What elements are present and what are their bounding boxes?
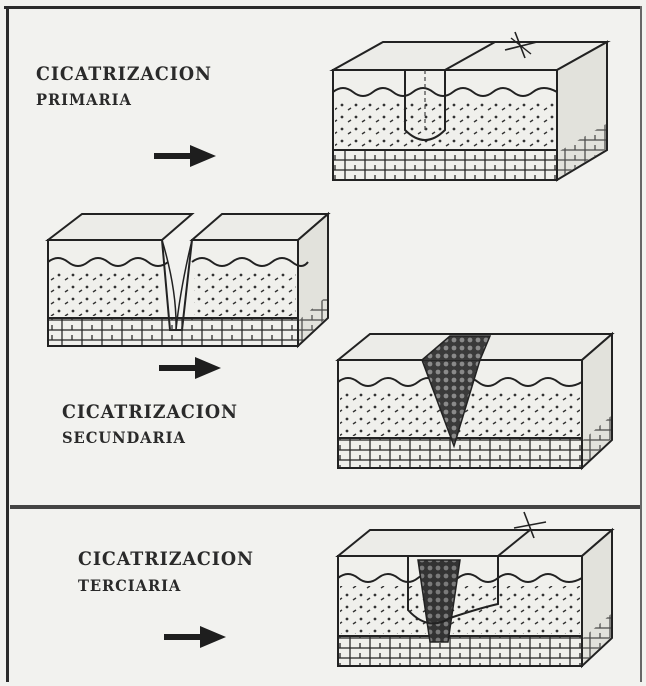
primary-label-line1: CICATRIZACION <box>36 65 212 85</box>
secondary-label-line2: SECUNDARIA <box>62 430 186 447</box>
frame-top-line <box>4 6 640 9</box>
right-arrow-icon <box>160 624 230 650</box>
skin-block-tertiary <box>330 508 620 678</box>
frame-right-line <box>640 6 642 682</box>
tertiary-label-line1: CICATRIZACION <box>78 550 254 570</box>
tertiary-label-line2: TERCIARIA <box>78 578 181 595</box>
skin-block-open-wound <box>42 200 342 360</box>
right-arrow-icon <box>155 355 225 381</box>
right-arrow-icon <box>150 143 220 169</box>
secondary-label-line1: CICATRIZACION <box>62 403 238 423</box>
primary-label-line2: PRIMARIA <box>36 92 132 109</box>
skin-block-primary <box>325 30 615 190</box>
frame-left-line <box>6 6 9 682</box>
skin-block-secondary <box>330 320 620 480</box>
